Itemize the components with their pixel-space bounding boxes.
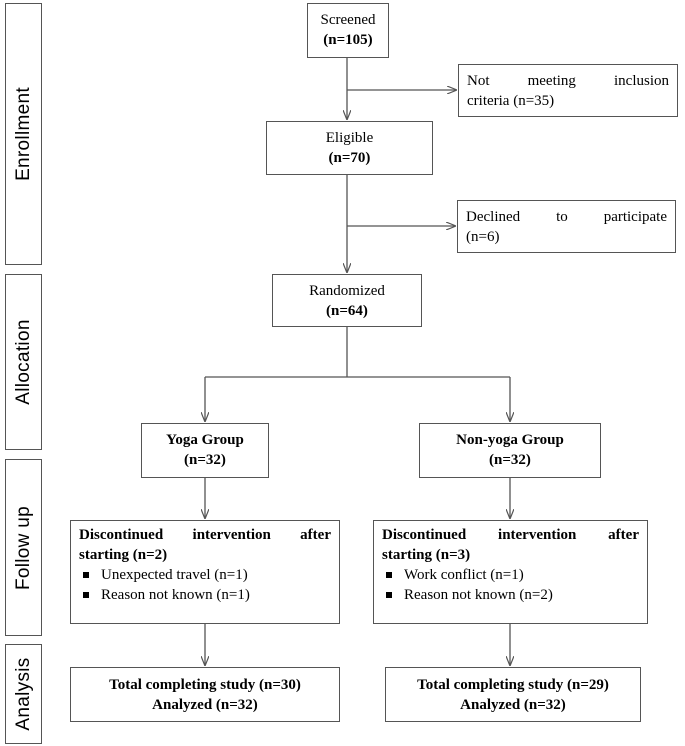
- bullet-icon: [386, 592, 392, 598]
- nonyoga-followup-box: Discontinued intervention after starting…: [373, 520, 648, 624]
- list-item: Unexpected travel (n=1): [79, 565, 331, 585]
- list-item: Work conflict (n=1): [382, 565, 639, 585]
- yoga-group-box: Yoga Group (n=32): [141, 423, 269, 478]
- yoga-followup-title-1: Discontinued intervention after: [79, 527, 331, 543]
- yoga-analysis-box: Total completing study (n=30) Analyzed (…: [70, 667, 340, 722]
- yoga-followup-title-2: starting (n=2): [79, 547, 168, 563]
- nonyoga-followup-title-1: Discontinued intervention after: [382, 527, 639, 543]
- list-item: Reason not known (n=1): [79, 585, 331, 605]
- bullet-icon: [83, 592, 89, 598]
- yoga-analysis-line2: Analyzed (n=32): [152, 697, 258, 713]
- nonyoga-group-count: (n=32): [489, 452, 531, 468]
- screened-box: Screened (n=105): [307, 3, 389, 58]
- yoga-group-label: Yoga Group: [166, 432, 244, 448]
- stage-follow-up: Follow up: [5, 459, 42, 636]
- screened-label: Screened: [320, 12, 376, 28]
- yoga-group-count: (n=32): [184, 452, 226, 468]
- bullet-icon: [386, 572, 392, 578]
- nonyoga-followup-reasons: Work conflict (n=1) Reason not known (n=…: [382, 565, 639, 605]
- stage-analysis: Analysis: [5, 644, 42, 744]
- eligible-box: Eligible (n=70): [266, 121, 433, 175]
- yoga-analysis-line1: Total completing study (n=30): [109, 677, 301, 693]
- nonyoga-followup-title-2: starting (n=3): [382, 547, 471, 563]
- screened-count: (n=105): [323, 32, 373, 48]
- excluded-line1: Not meeting inclusion: [467, 73, 669, 89]
- stage-enrollment: Enrollment: [5, 3, 42, 265]
- list-item: Reason not known (n=2): [382, 585, 639, 605]
- declined-line2: (n=6): [466, 229, 500, 245]
- nonyoga-group-box: Non-yoga Group (n=32): [419, 423, 601, 478]
- declined-line1: Declined to participate: [466, 209, 667, 225]
- randomized-box: Randomized (n=64): [272, 274, 422, 327]
- nonyoga-analysis-box: Total completing study (n=29) Analyzed (…: [385, 667, 641, 722]
- yoga-followup-box: Discontinued intervention after starting…: [70, 520, 340, 624]
- nonyoga-analysis-line1: Total completing study (n=29): [417, 677, 609, 693]
- declined-box: Declined to participate (n=6): [457, 200, 676, 253]
- excluded-box: Not meeting inclusion criteria (n=35): [458, 64, 678, 117]
- nonyoga-analysis-line2: Analyzed (n=32): [460, 697, 566, 713]
- yoga-followup-reasons: Unexpected travel (n=1) Reason not known…: [79, 565, 331, 605]
- randomized-label: Randomized: [309, 283, 385, 299]
- randomized-count: (n=64): [326, 303, 368, 319]
- eligible-label: Eligible: [325, 130, 374, 146]
- bullet-icon: [83, 572, 89, 578]
- stage-allocation: Allocation: [5, 274, 42, 450]
- eligible-count: (n=70): [328, 150, 371, 166]
- nonyoga-group-label: Non-yoga Group: [456, 432, 564, 448]
- excluded-line2: criteria (n=35): [467, 93, 555, 109]
